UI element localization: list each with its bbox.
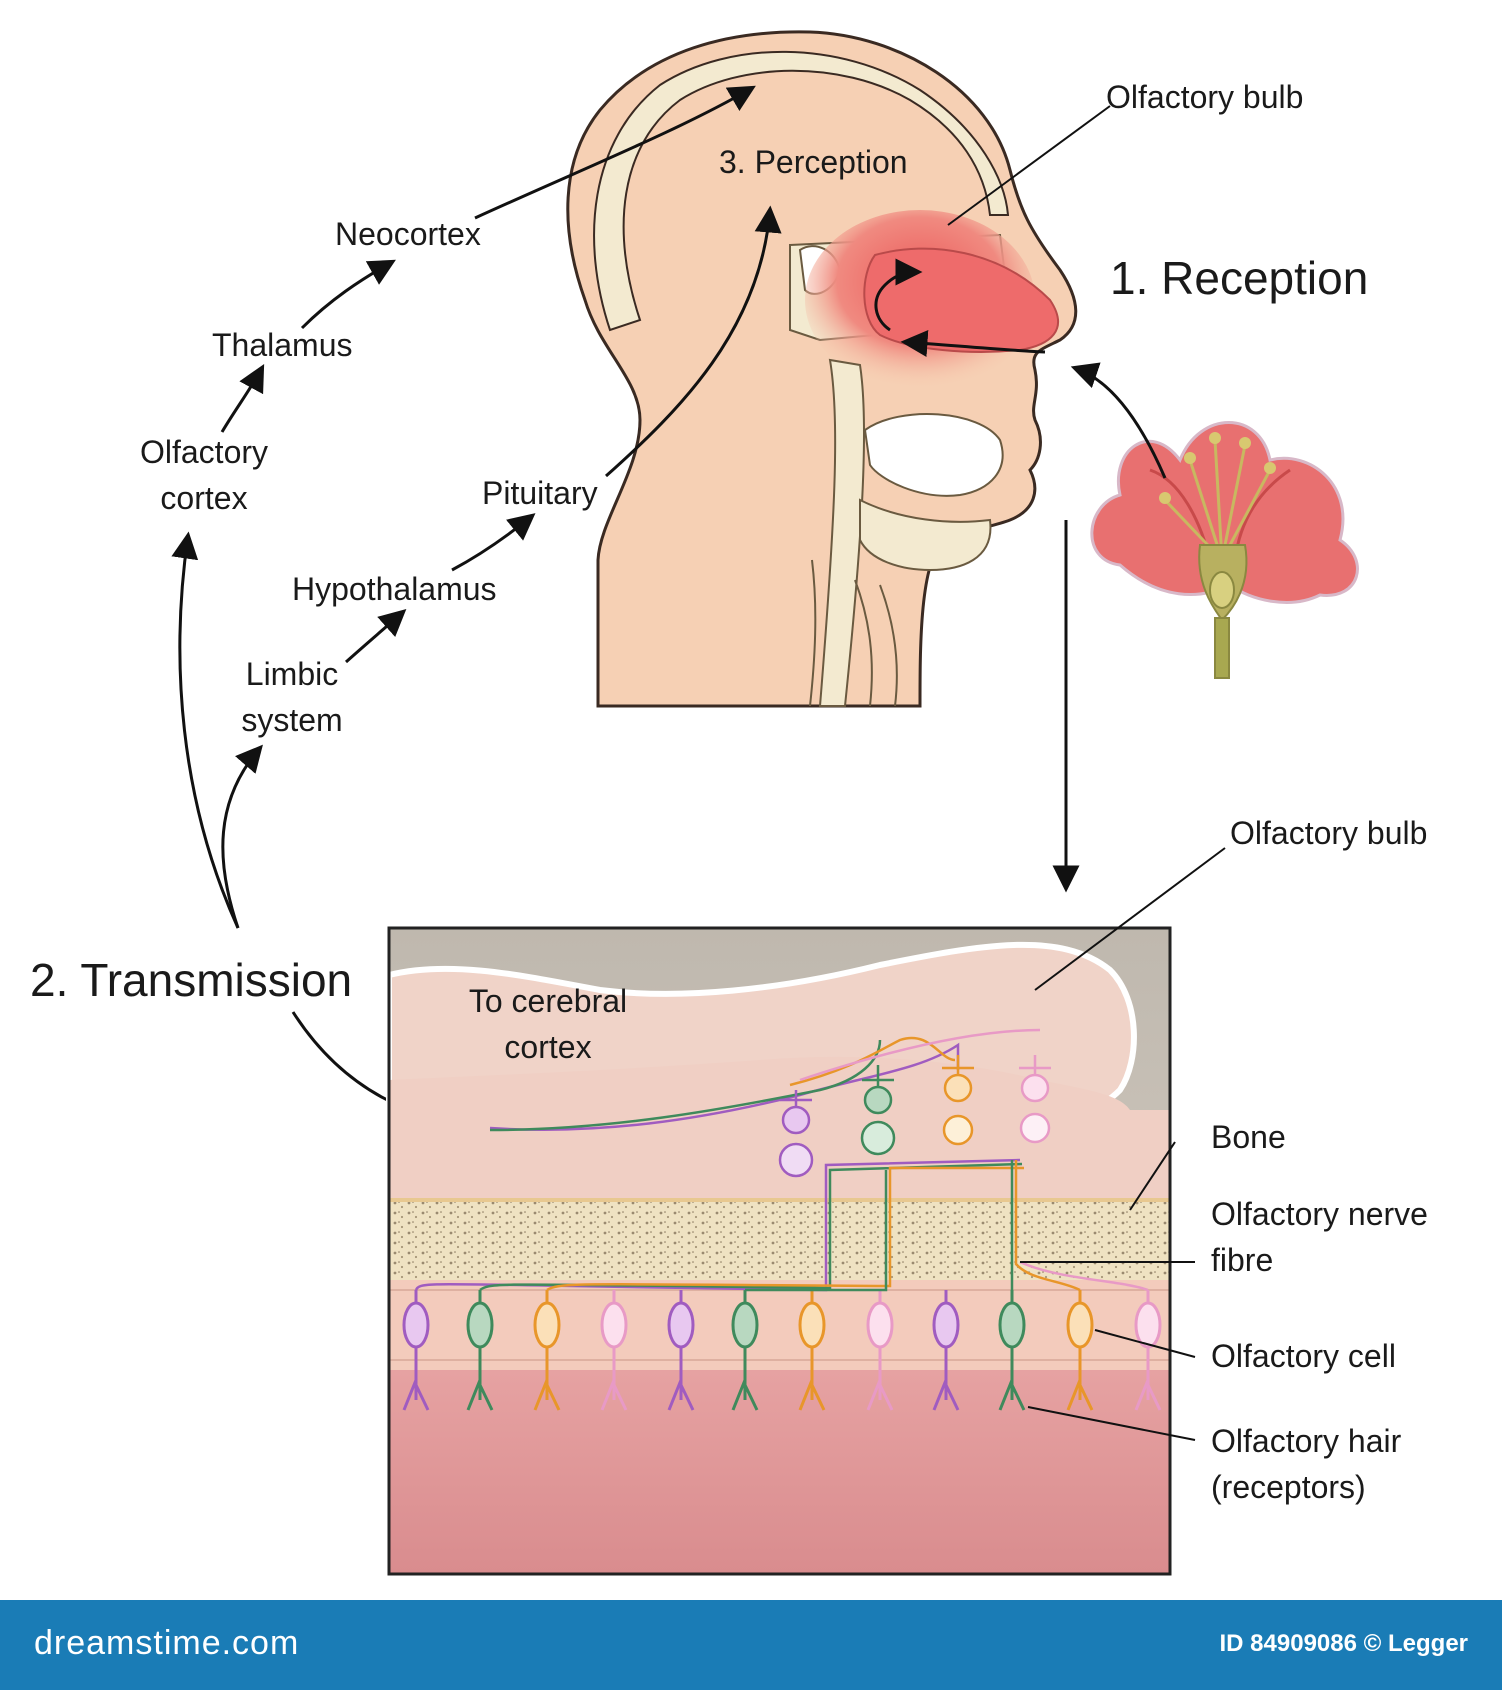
footer-credit: ID 84909086 © Legger (1219, 1630, 1468, 1657)
olfactory-inset-panel (386, 926, 1172, 1576)
label-pituitary: Pituitary (482, 475, 598, 511)
leader-olfactory-bulb-top (947, 105, 1111, 226)
label-olfactory-cortex-2: cortex (160, 480, 247, 516)
label-limbic-2: system (241, 702, 342, 738)
label-perception: 3. Perception (719, 144, 908, 180)
label-to-cerebral-1: To cerebral (469, 983, 627, 1019)
label-transmission: 2. Transmission (30, 954, 352, 1006)
footer-bar: dreamstime.com ID 84909086 © Legger (0, 1600, 1502, 1690)
olfactory-cells (402, 1290, 1162, 1411)
footer-brand[interactable]: dreamstime.com (34, 1624, 300, 1662)
olfaction-diagram: Olfactory bulb 3. Perception Neocortex 1… (30, 30, 1428, 1576)
flower-icon (1070, 362, 1359, 679)
mitral-cells (778, 1055, 1051, 1178)
label-olfactory-bulb-inset: Olfactory bulb (1230, 815, 1427, 851)
label-olfactory-cell: Olfactory cell (1211, 1338, 1396, 1374)
label-nerve-fibre-2: fibre (1211, 1242, 1273, 1278)
label-neocortex: Neocortex (335, 216, 481, 252)
label-hair-2: (receptors) (1211, 1469, 1366, 1505)
pathway-arrows (171, 85, 782, 1130)
label-olfactory-bulb-top: Olfactory bulb (1106, 79, 1303, 115)
label-hypothalamus: Hypothalamus (292, 571, 497, 607)
leader-lines (1020, 847, 1226, 1441)
head-cross-section-icon (566, 30, 1078, 708)
label-hair-1: Olfactory hair (1211, 1423, 1402, 1459)
label-nerve-fibre-1: Olfactory nerve (1211, 1196, 1428, 1232)
label-olfactory-cortex-1: Olfactory (140, 434, 268, 470)
label-thalamus: Thalamus (212, 327, 353, 363)
label-limbic-1: Limbic (246, 656, 338, 692)
label-bone: Bone (1211, 1119, 1286, 1155)
label-reception: 1. Reception (1110, 252, 1368, 304)
label-to-cerebral-2: cortex (504, 1029, 591, 1065)
